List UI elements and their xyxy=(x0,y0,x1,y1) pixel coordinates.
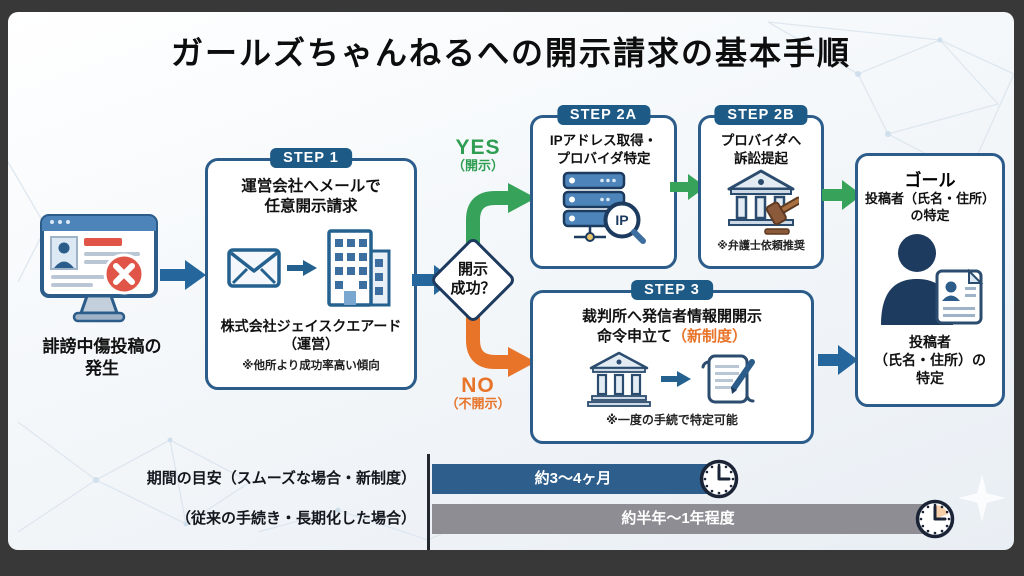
timeline-row1-bar: 約3〜4ヶ月 xyxy=(432,464,714,494)
step2a-title-line1: IPアドレス取得・ xyxy=(549,133,658,148)
goal-bottom-line2: （氏名・住所）の xyxy=(874,351,986,368)
ip-magnifier-label: IP xyxy=(615,212,628,228)
step2b-title-line1: プロバイダへ xyxy=(720,133,802,148)
yes-sub-text: （開示） xyxy=(451,158,504,174)
arrow-start-to-step1-icon xyxy=(160,260,206,290)
step2a-title-line2: プロバイダ特定 xyxy=(556,150,651,166)
no-text: NO xyxy=(461,374,495,397)
goal-top-line2: の特定 xyxy=(910,207,950,223)
arrow-right-icon xyxy=(661,371,691,387)
decision-line1: 開示 xyxy=(457,261,488,279)
arrow-step2b-to-goal-icon xyxy=(822,180,862,210)
step3-title-line1: 裁判所へ発信者情報開開示 xyxy=(581,308,762,325)
step3-new-system-label: （新制度） xyxy=(671,327,747,345)
yes-text: YES xyxy=(455,136,501,159)
office-building-icon xyxy=(327,229,391,308)
goal-top-line1: 投稿者（氏名・住所） xyxy=(864,191,995,206)
clock-icon xyxy=(915,499,955,539)
start-caption-line2: 発生 xyxy=(85,359,119,379)
step2b-badge: STEP 2B xyxy=(714,105,808,125)
yes-label: YES （開示） xyxy=(433,136,523,173)
arrow-step3-to-goal-icon xyxy=(818,345,858,375)
step3-title-line2: 命令申立て（新制度） xyxy=(582,327,762,347)
decision-line2: 成功？ xyxy=(450,280,496,297)
page-title: ガールズちゃんねるへの開示請求の基本手順 xyxy=(170,35,851,71)
step1-title-line1: 運営会社へメールで xyxy=(241,178,381,195)
step1-company-line2: （運営） xyxy=(283,336,339,353)
person-id-card-icon xyxy=(881,233,984,325)
goal-heading: ゴール xyxy=(904,171,956,190)
clock-icon xyxy=(699,459,739,499)
courthouse-icon xyxy=(587,351,651,407)
goal-bottom-line1: 投稿者 xyxy=(909,333,951,350)
arrow-step2a-to-step2b-icon xyxy=(670,174,706,200)
no-label: NO （不開示） xyxy=(433,374,523,411)
server-ip-search-icon: IP xyxy=(562,171,646,245)
branch-arrows xyxy=(466,183,536,377)
step2a-box: STEP 2A IPアドレス取得・ プロバイダ特定 IP xyxy=(530,105,677,269)
no-sub-text: （不開示） xyxy=(445,396,511,412)
step1-badge: STEP 1 xyxy=(270,148,352,168)
step1-company-line1: 株式会社ジェイスクエアード xyxy=(220,318,402,335)
step2b-note: ※弁護士依頼推奨 xyxy=(717,240,805,253)
goal-box: ゴール 投稿者（氏名・住所） の特定 投稿者 （氏名・住所）の 特定 xyxy=(855,153,1005,407)
envelope-icon xyxy=(227,248,281,289)
timeline-row2-bar: 約半年〜1年程度 xyxy=(432,504,924,534)
decision-diamond: 開示 成功？ xyxy=(429,236,517,324)
step1-title-line2: 任意開示請求 xyxy=(264,198,358,216)
timeline-divider xyxy=(427,454,430,550)
step3-badge: STEP 3 xyxy=(631,280,713,300)
timeline-row2-label: （従来の手続き・長期化した場合） xyxy=(175,510,416,527)
step3-box: STEP 3 裁判所へ発信者情報開開示 命令申立て（新制度） xyxy=(530,280,814,444)
step3-note: ※一度の手続で特定可能 xyxy=(606,413,738,427)
arrow-right-icon xyxy=(287,260,317,277)
step3-title-line2-text: 命令申立て xyxy=(596,327,672,345)
infographic-card: ガールズちゃんねるへの開示請求の基本手順 誹謗中傷投稿の 発生 STEP 1 運… xyxy=(8,12,1014,550)
step2b-box: STEP 2B プロバイダへ 訴訟提起 ※弁護士依頼推奨 xyxy=(698,105,824,269)
monitor-error-icon xyxy=(40,214,158,323)
start-caption-line1: 誹謗中傷投稿の xyxy=(42,337,162,356)
start-caption: 誹謗中傷投稿の 発生 xyxy=(18,336,186,380)
step1-note: ※他所より成功率高い傾向 xyxy=(242,359,380,372)
timeline-row1-label: 期間の目安（スムーズな場合・新制度） xyxy=(146,470,416,487)
step2a-badge: STEP 2A xyxy=(556,105,651,125)
document-pen-icon xyxy=(701,354,755,404)
step1-box: STEP 1 運営会社へメールで 任意開示請求 xyxy=(205,148,417,390)
goal-bottom-line3: 特定 xyxy=(916,370,944,387)
courthouse-gavel-icon xyxy=(727,169,799,235)
step2b-title-line2: 訴訟提起 xyxy=(734,150,788,166)
yes-curve-arrow xyxy=(466,191,510,264)
no-curve-arrow xyxy=(466,298,510,369)
